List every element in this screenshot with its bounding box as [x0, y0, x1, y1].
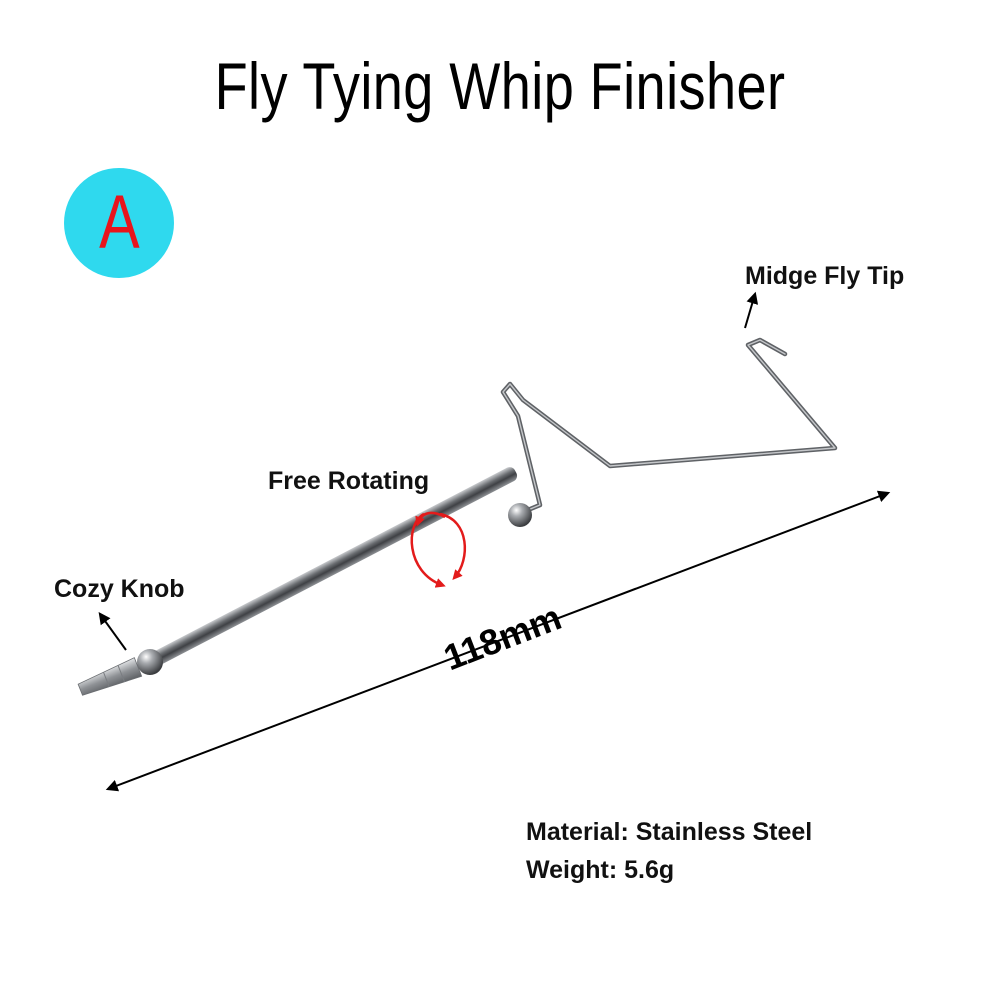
weight-spec: Weight: 5.6g — [526, 856, 675, 884]
dimension-arrow — [105, 490, 891, 792]
material-spec: Material: Stainless Steel — [526, 818, 813, 846]
cozy-knob-label: Cozy Knob — [54, 575, 185, 603]
cozy-knob — [77, 649, 163, 696]
midge-fly-tip-label: Midge Fly Tip — [745, 262, 905, 290]
product-title: Fly Tying Whip Finisher — [214, 49, 786, 123]
knob-pointer-arrow — [98, 612, 127, 651]
wire-hook — [500, 337, 838, 515]
free-rotating-label: Free Rotating — [268, 467, 430, 495]
tip-pointer-arrow — [744, 291, 759, 329]
rod-end-ball — [508, 503, 532, 527]
variant-badge: A — [64, 168, 174, 278]
variant-letter: A — [98, 180, 140, 265]
